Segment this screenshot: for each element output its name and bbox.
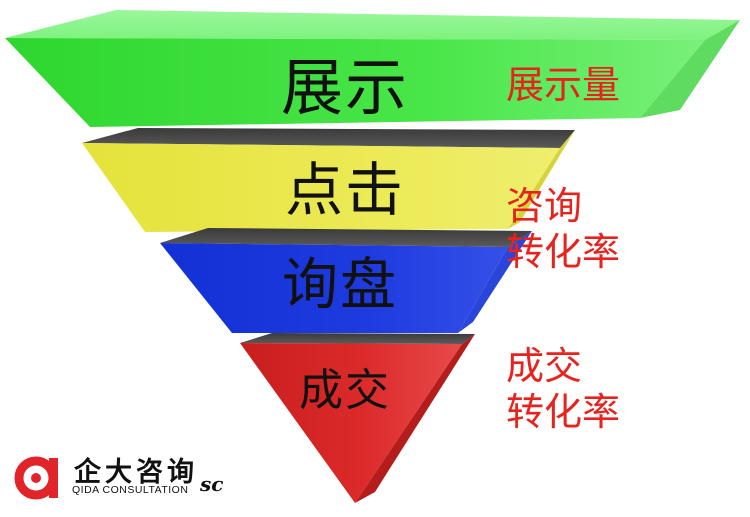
qida-logo-icon	[14, 456, 58, 500]
stage-1-front-face	[5, 38, 705, 127]
stage-4-top-face	[240, 333, 475, 344]
metric-line: 转化率	[506, 390, 621, 434]
stage-3-top-face	[160, 228, 532, 247]
stage-3-front-face	[160, 243, 508, 333]
metric-line: 咨询	[506, 184, 583, 228]
stage-4-side-face	[355, 334, 475, 503]
metric-inquiry-conversion: 咨询 转化率	[506, 183, 620, 275]
stage-1-side-face	[640, 20, 740, 118]
logo-suffix: sc	[200, 472, 224, 496]
stage-label-exposure: 展示	[280, 51, 409, 124]
stage-3-side-face	[458, 231, 532, 333]
stage-2-top-face	[82, 128, 575, 148]
stage-2-side-face	[508, 130, 575, 229]
logo-subtitle: QIDA CONSULTATION	[72, 484, 189, 496]
logo-name: 企大咨询	[74, 457, 198, 488]
metric-line: 展示量	[506, 63, 621, 107]
metric-line: 转化率	[506, 230, 621, 274]
stage-label-inquiry: 询盘	[282, 253, 398, 318]
metric-exposure-volume: 展示量	[506, 62, 620, 108]
stage-4-front-face	[240, 343, 462, 503]
metric-line: 成交	[506, 344, 583, 388]
metric-deal-conversion: 成交 转化率	[506, 343, 620, 435]
stage-label-deal: 成交	[299, 365, 391, 416]
stage-label-click: 点击	[284, 156, 405, 224]
stage-2-front-face	[82, 143, 560, 232]
stage-1-top-face	[5, 10, 740, 40]
